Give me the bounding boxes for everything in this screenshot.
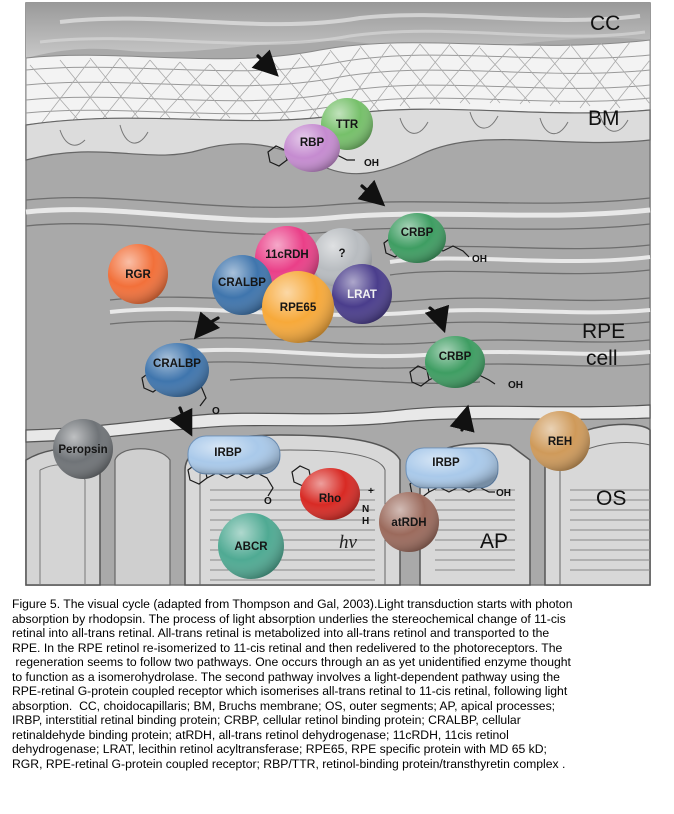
transport-arrows bbox=[169, 49, 475, 437]
caption-line: absorption. CC, choidocapillaris; BM, Br… bbox=[12, 698, 556, 713]
svg-text:RPE65: RPE65 bbox=[280, 302, 317, 314]
protein-reh: REH bbox=[530, 411, 590, 471]
caption-line: RGR, RPE-retinal G-protein coupled recep… bbox=[12, 756, 566, 771]
protein-atrdh: atRDH bbox=[379, 492, 439, 552]
light-symbol: hν bbox=[339, 532, 358, 553]
caption-line: dehydrogenase; LRAT, lecithin retinol ac… bbox=[12, 742, 547, 756]
label-rpe: RPE bbox=[582, 320, 625, 343]
caption-line: RPE-retinal G-protein coupled receptor w… bbox=[12, 684, 568, 698]
caption-line: retinaldehyde binding protein; atRDH, al… bbox=[12, 727, 509, 742]
caption-line: IRBP, interstitial retinal binding prote… bbox=[12, 713, 521, 727]
caption-line: regeneration seems to follow two pathway… bbox=[12, 655, 571, 669]
visual-cycle-diagram: CC BM RPE cell OS AP TTR RBP OH CRBP bbox=[25, 2, 651, 586]
label-ap: AP bbox=[480, 530, 508, 553]
svg-text:CRBP: CRBP bbox=[439, 351, 472, 363]
bruchs-membrane-layer bbox=[25, 39, 651, 126]
svg-text:LRAT: LRAT bbox=[347, 289, 377, 301]
rho-hydrogen: H bbox=[362, 516, 369, 527]
protein-peropsin: Peropsin bbox=[53, 419, 113, 479]
svg-text:CRALBP: CRALBP bbox=[218, 277, 266, 289]
protein-irbp-left: IRBP bbox=[187, 435, 281, 475]
svg-text:TTR: TTR bbox=[336, 119, 359, 131]
protein-cralbp-low: CRALBP bbox=[145, 343, 209, 397]
protein-crbp-mid: CRBP bbox=[425, 336, 485, 388]
svg-text:IRBP: IRBP bbox=[432, 457, 460, 469]
rho-nitrogen: N bbox=[362, 504, 369, 515]
label-rpe-cell: cell bbox=[586, 347, 618, 370]
protein-irbp-right: IRBP bbox=[405, 447, 499, 489]
protein-abcr: ABCR bbox=[218, 513, 284, 579]
rpe-apical-membrane bbox=[25, 404, 651, 443]
svg-text:Rho: Rho bbox=[319, 493, 341, 505]
svg-text:Peropsin: Peropsin bbox=[58, 444, 107, 456]
svg-text:atRDH: atRDH bbox=[391, 517, 426, 529]
figure-caption: Figure 5. The visual cycle (adapted from… bbox=[12, 597, 664, 771]
svg-text:CRBP: CRBP bbox=[401, 227, 434, 239]
protein-lrat: LRAT bbox=[332, 264, 392, 324]
svg-text:CRALBP: CRALBP bbox=[153, 358, 201, 370]
caption-line: retinal into all-trans retinal. All-tran… bbox=[12, 626, 550, 640]
svg-text:?: ? bbox=[338, 248, 345, 260]
caption-line: RPE. In the RPE retinol re-isomerized to… bbox=[12, 640, 563, 655]
label-os: OS bbox=[596, 487, 626, 510]
protein-crbp-top: CRBP bbox=[388, 213, 446, 263]
caption-line: to function as a isomerohydrolase. The s… bbox=[12, 669, 560, 684]
protein-rpe65: RPE65 bbox=[262, 271, 334, 343]
svg-text:RBP: RBP bbox=[300, 137, 325, 149]
svg-text:RGR: RGR bbox=[125, 269, 151, 281]
caption-line: Figure 5. The visual cycle (adapted from… bbox=[12, 597, 573, 611]
label-bm: BM bbox=[588, 107, 620, 130]
rbp-oh-group: OH bbox=[364, 158, 379, 169]
svg-text:IRBP: IRBP bbox=[214, 447, 242, 459]
svg-text:ABCR: ABCR bbox=[234, 541, 268, 553]
cralbp-aldehyde-o: O bbox=[212, 406, 220, 417]
protein-rho: Rho bbox=[300, 468, 360, 520]
crbp-top-oh-group: OH bbox=[472, 254, 487, 265]
crbp-mid-oh-group: OH bbox=[508, 380, 523, 391]
label-cc: CC bbox=[590, 12, 620, 35]
irbp-right-oh-group: OH bbox=[496, 488, 511, 499]
rho-positive-charge: + bbox=[368, 486, 374, 497]
svg-text:REH: REH bbox=[548, 436, 572, 448]
protein-cralbp-cluster: CRALBP bbox=[212, 255, 272, 315]
caption-line: absorption by rhodopsin. The process of … bbox=[12, 611, 566, 626]
irbp-left-aldehyde-o: O bbox=[264, 496, 272, 507]
protein-rgr: RGR bbox=[108, 244, 168, 304]
svg-text:11cRDH: 11cRDH bbox=[265, 249, 308, 261]
protein-rbp: RBP bbox=[284, 124, 340, 172]
